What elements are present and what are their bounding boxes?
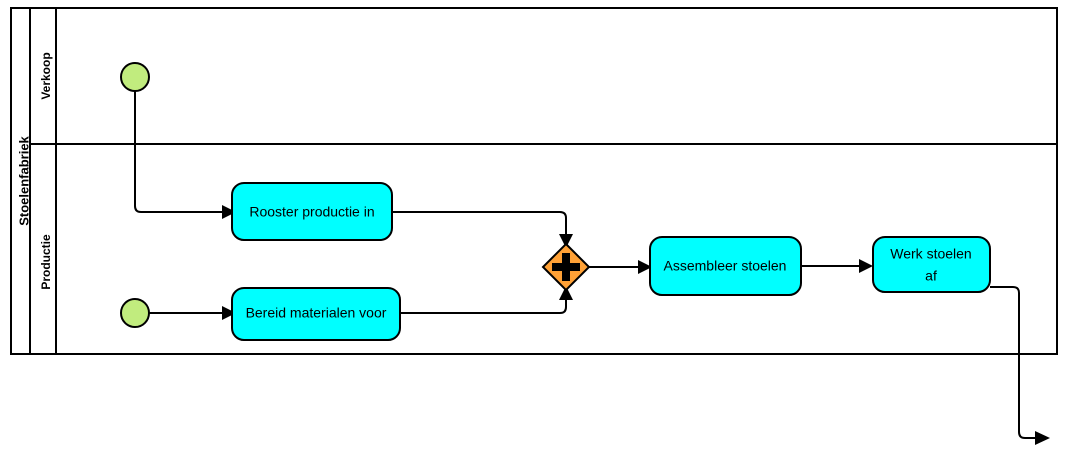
task-box	[231, 182, 393, 241]
flow-arrowhead	[559, 286, 573, 300]
task-label-line-2: af	[925, 268, 937, 284]
task-box	[231, 287, 401, 341]
lane-verkoop[interactable]: Verkoop	[30, 52, 1057, 145]
flow-gateway-to-assembleer[interactable]	[589, 260, 652, 274]
pool-title-label: Stoelenfabriek	[16, 135, 31, 225]
flow-arrowhead	[559, 234, 573, 248]
plus-icon	[552, 253, 580, 281]
lane-productie-label: Productie	[39, 234, 53, 290]
flow-start-verkoop-to-rooster[interactable]	[134, 91, 236, 219]
start-event-circle	[120, 298, 150, 328]
start-event-verkoop[interactable]	[120, 62, 150, 92]
task-werk-stoelen-af[interactable]: Werk stoelen af	[872, 236, 991, 293]
flow-arrowhead	[222, 306, 236, 320]
lane-verkoop-label: Verkoop	[39, 52, 53, 99]
flow-line	[990, 286, 1036, 439]
task-rooster-productie-in[interactable]: Rooster productie in	[231, 182, 393, 241]
pool-outline	[10, 7, 1058, 355]
start-event-productie[interactable]	[120, 298, 150, 328]
flow-line	[392, 211, 567, 238]
task-bereid-materialen-voor[interactable]: Bereid materialen voor	[231, 287, 401, 341]
sequence-flows	[134, 91, 1050, 445]
parallel-gateway-join[interactable]	[541, 242, 591, 292]
flow-arrowhead	[859, 259, 873, 273]
flow-assembleer-to-werk-af[interactable]	[801, 259, 873, 273]
task-label: Assembleer stoelen	[664, 258, 787, 274]
flow-line	[134, 91, 222, 213]
start-event-circle	[120, 62, 150, 92]
task-label-line-1: Werk stoelen	[890, 246, 971, 262]
flow-rooster-to-gateway[interactable]	[392, 211, 573, 248]
flow-werk-af-out[interactable]	[990, 286, 1050, 445]
flow-line	[400, 296, 567, 314]
task-box	[872, 236, 991, 293]
task-label: Bereid materialen voor	[246, 305, 387, 321]
task-label: Rooster productie in	[249, 204, 374, 220]
flow-arrowhead	[1035, 431, 1050, 445]
task-box	[649, 236, 802, 296]
flow-bereid-to-gateway[interactable]	[400, 286, 573, 314]
flow-arrowhead	[222, 205, 236, 219]
pool-stoelenfabriek[interactable]: Stoelenfabriek	[10, 7, 1058, 355]
flow-start-productie-to-bereid[interactable]	[149, 306, 236, 320]
lane-productie[interactable]: Productie	[39, 234, 53, 290]
task-assembleer-stoelen[interactable]: Assembleer stoelen	[649, 236, 802, 296]
flow-arrowhead	[638, 260, 652, 274]
